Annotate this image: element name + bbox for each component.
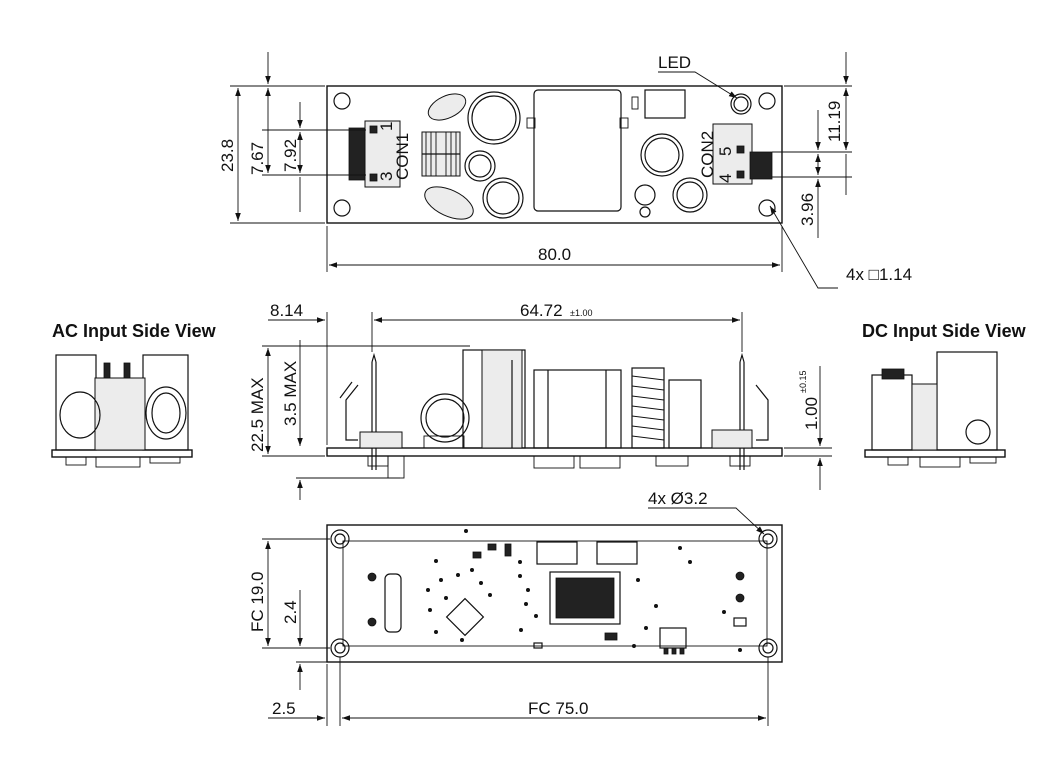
pin-square-label: 4x □1.14 <box>846 265 912 284</box>
con2-pin4-label: 4 <box>716 174 735 183</box>
con1-label: CON1 <box>393 133 412 180</box>
top-hole-tr <box>758 92 776 110</box>
x-capacitor-top <box>427 93 467 121</box>
dim-fc-75: FC 75.0 <box>528 699 588 718</box>
led-callout-leader <box>658 71 738 99</box>
top-hole-tl <box>333 92 351 110</box>
dim-8-14: 8.14 <box>270 301 303 320</box>
bottom-transformer-footprint <box>549 571 621 625</box>
dim-7-67: 7.67 <box>248 142 267 175</box>
dim-3-5-max: 3.5 MAX <box>281 361 300 426</box>
mount-holes-label: 4x Ø3.2 <box>648 489 708 508</box>
pin-square-leader <box>769 205 838 289</box>
filter-capacitor-bottom <box>424 186 474 220</box>
top-view: CON1 1 3 CON2 5 4 LED 4x □1.14 80.0 23.8… <box>218 52 912 289</box>
side-view-pcb <box>326 447 783 457</box>
dim-11-19: 11.19 <box>825 101 844 142</box>
con2-label: CON2 <box>698 131 717 178</box>
bulk-capacitor-large <box>467 91 521 145</box>
bottom-fuse <box>384 573 402 633</box>
bottom-hole-tr <box>758 529 778 549</box>
side-coil <box>631 367 665 449</box>
led-callout-label: LED <box>658 53 691 72</box>
side-left-bracket <box>345 384 359 441</box>
capacitor-small <box>464 150 496 182</box>
side-view: 8.14 64.72 ±1.00 22.5 MAX 3.5 MAX 1.00 ±… <box>248 301 832 500</box>
transformer-top <box>533 89 622 212</box>
ac-side-view: AC Input Side View <box>51 321 217 468</box>
mount-holes-leader <box>648 507 765 535</box>
con1-housing <box>348 127 368 181</box>
ac-side-view-title: AC Input Side View <box>52 321 217 341</box>
dc-side-view-title: DC Input Side View <box>862 321 1027 341</box>
dim-22-5-max: 22.5 MAX <box>248 377 267 452</box>
dim-fc-19: FC 19.0 <box>248 572 267 632</box>
bulk-capacitor-lower <box>482 177 524 219</box>
bottom-view-pcb-outline <box>326 524 783 663</box>
dim-7-92: 7.92 <box>281 139 300 172</box>
common-mode-choke <box>421 131 461 177</box>
side-transformer <box>533 369 622 449</box>
dim-2-5: 2.5 <box>272 699 296 718</box>
output-capacitor-3 <box>634 184 656 206</box>
dim-64-72: 64.72 <box>520 301 563 320</box>
bottom-view: 4x Ø3.2 FC 19.0 2.4 2.5 FC 75.0 <box>248 489 783 726</box>
dim-height-23-8: 23.8 <box>218 139 237 172</box>
output-capacitor-1 <box>640 133 684 177</box>
con2-pin5-label: 5 <box>716 147 735 156</box>
led-indicator <box>730 93 752 115</box>
bottom-vias <box>426 529 742 652</box>
con1-pin3-label: 3 <box>377 172 396 181</box>
bottom-hole-tl <box>330 529 350 549</box>
dim-1-00-tolerance: ±0.15 <box>798 371 808 393</box>
dim-1-00: 1.00 <box>802 397 821 430</box>
output-capacitor-2 <box>672 177 708 213</box>
con2-housing <box>749 151 773 180</box>
optocoupler <box>644 89 686 119</box>
top-hole-bl <box>333 199 351 217</box>
side-right-bracket <box>755 384 769 441</box>
dim-2-4: 2.4 <box>281 600 300 624</box>
dc-side-view: DC Input Side View <box>862 321 1027 468</box>
bottom-bridge-ic <box>445 597 485 637</box>
con1-pin1-label: 1 <box>377 122 396 131</box>
dim-64-72-tolerance: ±1.00 <box>570 308 592 318</box>
side-capacitor <box>420 393 470 443</box>
dim-width-80: 80.0 <box>538 245 571 264</box>
dim-3-96: 3.96 <box>798 193 817 226</box>
